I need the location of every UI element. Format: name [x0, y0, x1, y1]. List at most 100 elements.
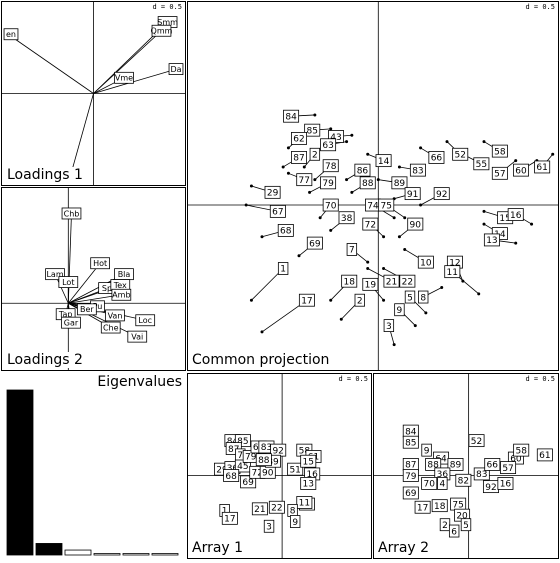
label-box [362, 217, 379, 231]
label-box [354, 163, 371, 177]
arrow-tail-point [350, 133, 354, 137]
point-label: 6 [448, 524, 460, 538]
label-text: 11 [447, 268, 458, 278]
label-text: 87 [293, 154, 304, 164]
label-text: 55 [476, 160, 487, 170]
label-text: 52 [454, 151, 465, 161]
label-text: 22 [271, 503, 282, 513]
label-text: Tex [113, 281, 127, 290]
label-box [45, 268, 65, 281]
label-text: 61 [536, 163, 547, 173]
arrow-tail-point [403, 216, 407, 220]
arrow-tail-point [345, 178, 349, 182]
label-text: 10 [420, 258, 432, 268]
point-label: 16 [497, 477, 514, 490]
point-label: 83 [473, 467, 490, 481]
label-box [277, 262, 289, 275]
label-box [399, 274, 416, 288]
point-label: 14 [375, 154, 392, 168]
label-box [291, 132, 307, 145]
label-text: Qmm [151, 27, 173, 36]
loading-arrow [7, 33, 94, 94]
point-label: 87 [402, 458, 419, 471]
point-label: 91 [404, 187, 421, 201]
point-label: 72 [362, 217, 379, 231]
label-text: 2 [312, 151, 318, 161]
arrow-tail-point [376, 178, 380, 182]
arrow-tail-point [419, 146, 423, 150]
label-text: Da [170, 65, 181, 74]
label-text: Bla [118, 270, 131, 279]
label-text: 84 [405, 427, 417, 437]
label-text: 88 [258, 456, 270, 466]
point-label: Amb [111, 288, 132, 301]
label-box [127, 330, 148, 343]
point-label: 82 [455, 473, 472, 487]
point-label: 36 [434, 467, 451, 481]
grid-scale-label: d = 0.5 [525, 375, 555, 383]
arrow-tail-point [286, 171, 290, 175]
point-label: 5 [404, 290, 416, 304]
label-box [306, 236, 323, 250]
panel-title: Array 2 [376, 540, 432, 556]
array-1-plot: 8485877293645686972907961839289885158611… [188, 374, 371, 558]
label-text: 78 [325, 162, 337, 172]
point-label: 77 [296, 173, 313, 187]
point-label: 1 [277, 262, 289, 275]
point-label: 21 [383, 274, 400, 288]
grid-scale-label: d = 0.5 [525, 3, 555, 11]
panel-title: Common projection [190, 352, 332, 368]
label-box [105, 309, 125, 322]
label-text: 8 [420, 293, 426, 303]
label-text: 1 [222, 507, 228, 517]
label-text: 72 [365, 220, 376, 230]
label-text: 16 [510, 211, 522, 221]
point-label: 29 [264, 185, 281, 199]
label-text: 79 [245, 453, 257, 463]
label-text: Lam [46, 270, 63, 279]
label-text: Van [108, 311, 123, 320]
eigenvalue-bar [64, 549, 92, 556]
label-text: 58 [299, 446, 311, 456]
label-box [287, 462, 304, 476]
point-label: Lam [45, 268, 65, 281]
point-label: 90 [407, 217, 424, 231]
arrow-tail-point [445, 140, 449, 144]
label-text: 83 [261, 443, 272, 453]
label-text: 21 [254, 505, 265, 515]
label-box [473, 157, 490, 171]
point-label: 18 [341, 274, 358, 288]
label-text: Vai [131, 333, 143, 342]
label-box [536, 448, 553, 462]
label-box [338, 211, 355, 225]
label-text: 15 [499, 214, 510, 224]
label-box [359, 176, 376, 190]
label-text: Pu [93, 302, 103, 311]
point-label: 92 [433, 187, 450, 201]
point-label: 17 [221, 511, 238, 525]
point-label: 92 [482, 480, 499, 494]
label-text: 67 [272, 208, 283, 218]
label-box [447, 458, 464, 471]
arrow-tail-point [514, 159, 518, 163]
label-text: 92 [272, 446, 283, 456]
label-text: 7 [237, 451, 243, 461]
point-label: 7 [346, 243, 358, 256]
arrow-tail-point [482, 222, 486, 226]
label-text: 62 [293, 135, 304, 145]
point-label: 85 [402, 435, 419, 449]
loading-arrow [93, 68, 177, 94]
label-box [418, 290, 429, 304]
label-box [473, 467, 490, 481]
label-box [394, 303, 405, 317]
label-box [135, 314, 156, 327]
point-label: 55 [473, 157, 490, 171]
label-text: 45 [237, 462, 248, 472]
label-text: 4 [439, 480, 445, 490]
label-box [491, 166, 508, 180]
label-box [221, 511, 238, 525]
label-text: 2 [442, 521, 448, 531]
label-text: 58 [494, 147, 506, 157]
label-text: 85 [237, 437, 248, 447]
label-text: 83 [476, 470, 487, 480]
